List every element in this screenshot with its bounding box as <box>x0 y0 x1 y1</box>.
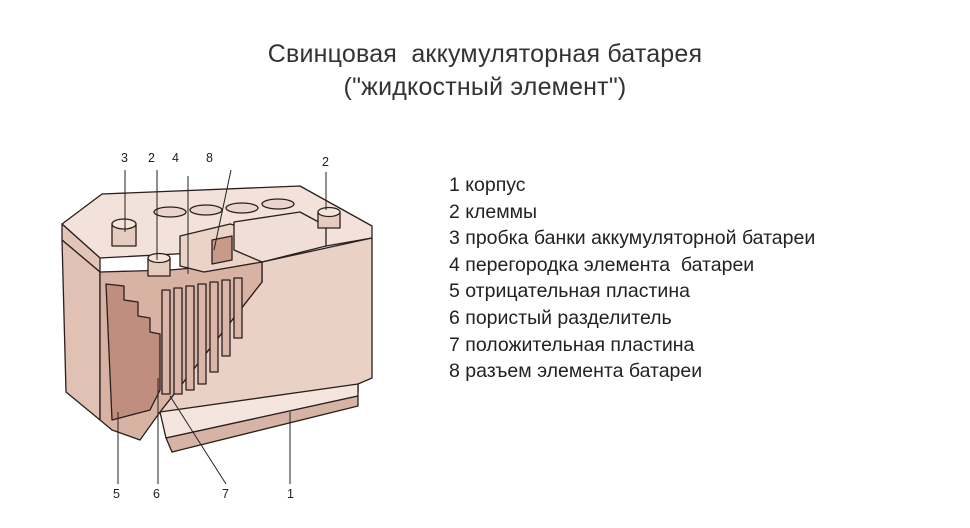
callout-3: 3 <box>121 151 128 165</box>
title-line-2: ("жидкостный элемент") <box>343 73 627 101</box>
callout-6: 6 <box>153 487 160 501</box>
legend-item-separator: 6 пористый разделитель <box>449 306 672 329</box>
parts-legend: 1 корпус 2 клеммы 3 пробка банки аккумул… <box>449 172 815 385</box>
callout-2-right: 2 <box>322 155 329 169</box>
terminal-center <box>147 252 171 277</box>
legend-item-positive-plate: 7 положительная пластина <box>449 333 695 356</box>
negative-plate <box>105 283 161 421</box>
legend-item-cell-connector: 8 разъем элемента батареи <box>449 360 703 383</box>
title-line-1: Свинцовая аккумуляторная батарея <box>267 40 703 68</box>
battery-left-face <box>61 239 101 421</box>
callout-1: 1 <box>287 487 294 501</box>
terminal-right <box>317 206 341 229</box>
legend-item-case: 1 корпус <box>449 174 526 196</box>
legend-item-terminals: 2 клеммы <box>449 200 538 223</box>
terminal-left <box>111 218 137 247</box>
legend-item-cell-partition: 4 перегородка элемента батареи <box>449 253 755 276</box>
callout-4: 4 <box>172 151 179 165</box>
legend-item-negative-plate: 5 отрицательная пластина <box>449 280 690 303</box>
callout-8: 8 <box>206 151 213 165</box>
callout-7: 7 <box>222 487 229 501</box>
callout-5: 5 <box>113 487 120 501</box>
legend-item-cell-plug: 3 пробка банки аккумуляторной батареи <box>449 227 816 250</box>
callout-2-left: 2 <box>148 151 155 165</box>
diagram-title: Свинцовая аккумуляторная батарея ("жидко… <box>0 38 970 104</box>
